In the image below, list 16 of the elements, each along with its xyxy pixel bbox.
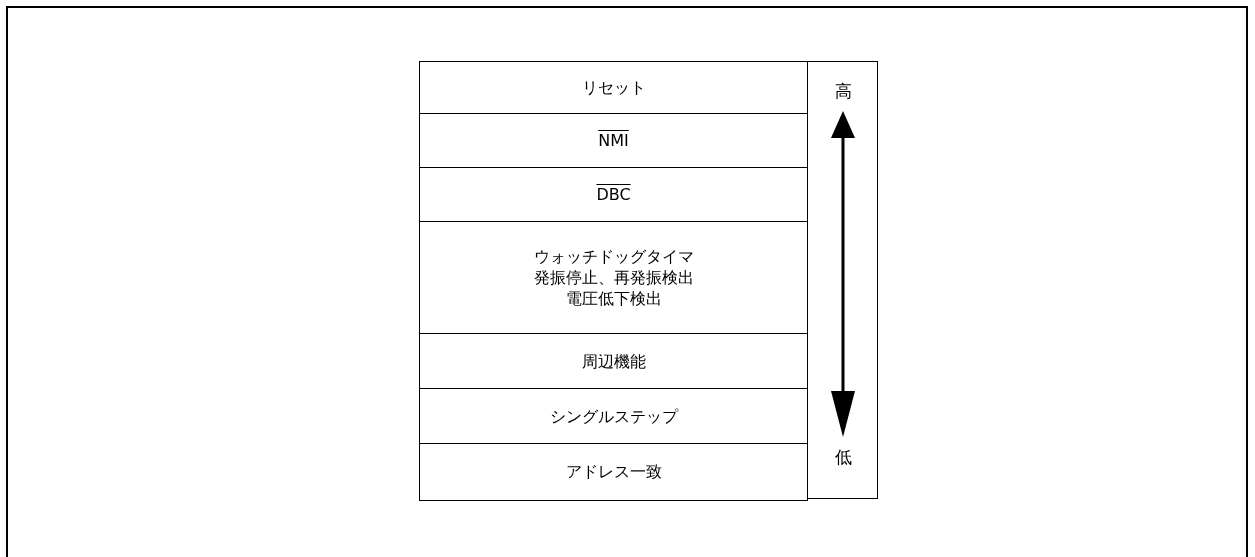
interrupt-source: 周辺機能 — [581, 350, 646, 372]
priority-row — [419, 113, 808, 169]
priority-row — [419, 443, 808, 501]
interrupt-source: シングルステップ — [549, 405, 678, 427]
priority-row — [419, 333, 808, 390]
priority-high-label: 高 — [833, 80, 853, 103]
interrupt-source: リセット — [581, 77, 646, 99]
interrupt-source: DBC — [596, 184, 631, 206]
priority-row — [419, 167, 808, 223]
priority-low-label: 低 — [833, 446, 853, 469]
interrupt-source: ウォッチドッグタイマ発振停止、再発振検出電圧低下検出 — [532, 246, 695, 310]
interrupt-source: NMI — [598, 130, 629, 152]
priority-row — [419, 221, 808, 335]
priority-row — [419, 388, 808, 445]
interrupt-source: アドレス一致 — [565, 461, 662, 483]
priority-row — [419, 61, 808, 115]
